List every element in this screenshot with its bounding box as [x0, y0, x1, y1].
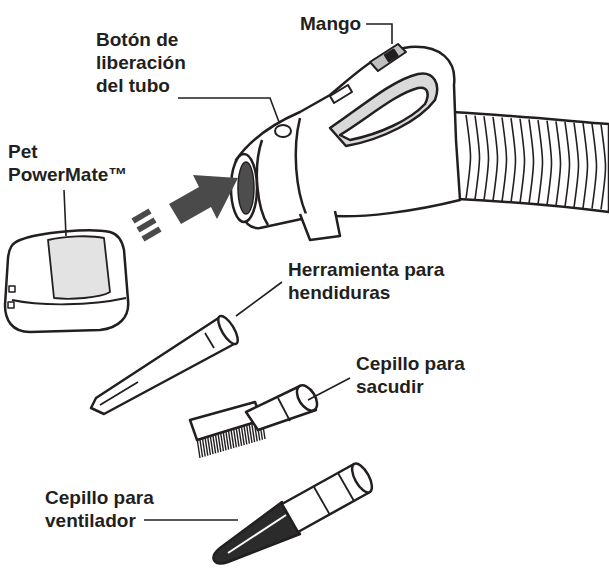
- insert-arrow-part: [169, 175, 238, 224]
- hose-rib: [475, 116, 480, 200]
- part-label: Cepillo para sacudir: [356, 352, 484, 398]
- part-label: Mango: [300, 12, 370, 35]
- handle-part: [275, 125, 291, 137]
- hose-rib: [484, 116, 489, 200]
- hose-rib: [493, 117, 498, 201]
- hose-rib: [565, 122, 570, 207]
- fan-brush-part: [338, 473, 354, 501]
- handle-part: [296, 118, 306, 214]
- handle-part: [238, 162, 254, 214]
- hose-part: [466, 115, 606, 209]
- leader-lines-part: [236, 282, 282, 316]
- dusting-brush-part: [278, 398, 290, 421]
- pet-powermate-tool-part: [48, 236, 110, 298]
- hose-rib: [601, 124, 606, 209]
- hose-part: [452, 112, 609, 212]
- crevice-tool-part: [91, 317, 236, 414]
- hose: [452, 112, 609, 212]
- hose-rib: [592, 124, 597, 209]
- hose-rib: [556, 121, 561, 206]
- leader-lines-part: [366, 24, 392, 44]
- fan-brush-part: [348, 461, 376, 496]
- handle-part: [235, 47, 460, 228]
- handle-part: [385, 50, 397, 61]
- pet-powermate-tool: [5, 230, 128, 332]
- handle-part: [370, 44, 406, 71]
- pet-powermate-tool-part: [9, 286, 15, 292]
- leader-lines-part: [64, 190, 66, 236]
- hose-rib: [574, 123, 579, 208]
- crevice-tool-part: [215, 313, 242, 347]
- crevice-tool-part: [100, 382, 138, 405]
- insert-arrow-part-part: [143, 229, 160, 239]
- insert-arrow-part-part: [133, 211, 150, 221]
- leader-lines-part: [144, 519, 238, 521]
- dusting-brush-part: [293, 382, 321, 414]
- pet-powermate-tool-part: [12, 298, 126, 304]
- hose-rib: [583, 123, 588, 208]
- handle-part: [300, 211, 340, 240]
- insert-arrow-part-part: [138, 220, 155, 230]
- handle-part: [231, 154, 257, 222]
- handle: [231, 44, 460, 240]
- fan-brush: [214, 461, 376, 564]
- part-label: Pet PowerMate™: [8, 140, 136, 186]
- hose-rib: [466, 115, 471, 199]
- hose-rib: [547, 121, 552, 205]
- insert-arrow-part: [133, 211, 160, 239]
- hose-rib: [538, 120, 543, 204]
- fan-brush-part: [314, 487, 330, 515]
- handle-part: [257, 140, 268, 225]
- hose-rib: [520, 119, 525, 203]
- part-label: Herramienta para hendiduras: [288, 258, 456, 304]
- part-label: Cepillo para ventilador: [45, 486, 167, 532]
- hose-rib: [529, 119, 534, 203]
- hose-rib: [511, 118, 516, 202]
- insert-arrow: [133, 175, 238, 239]
- crevice-tool-part: [205, 333, 214, 348]
- part-label: Botón de liberación del tubo: [96, 28, 208, 97]
- dusting-brush: [190, 382, 321, 458]
- leader-lines-part: [178, 98, 279, 122]
- crevice-tool: [91, 313, 241, 414]
- pet-powermate-tool-part: [8, 302, 14, 308]
- leader-lines-part: [308, 378, 350, 400]
- pet-powermate-tool-part: [5, 230, 128, 332]
- handle-part: [330, 85, 352, 103]
- handle-part: [340, 88, 428, 140]
- hose-rib: [502, 118, 507, 202]
- handle-part: [330, 74, 437, 146]
